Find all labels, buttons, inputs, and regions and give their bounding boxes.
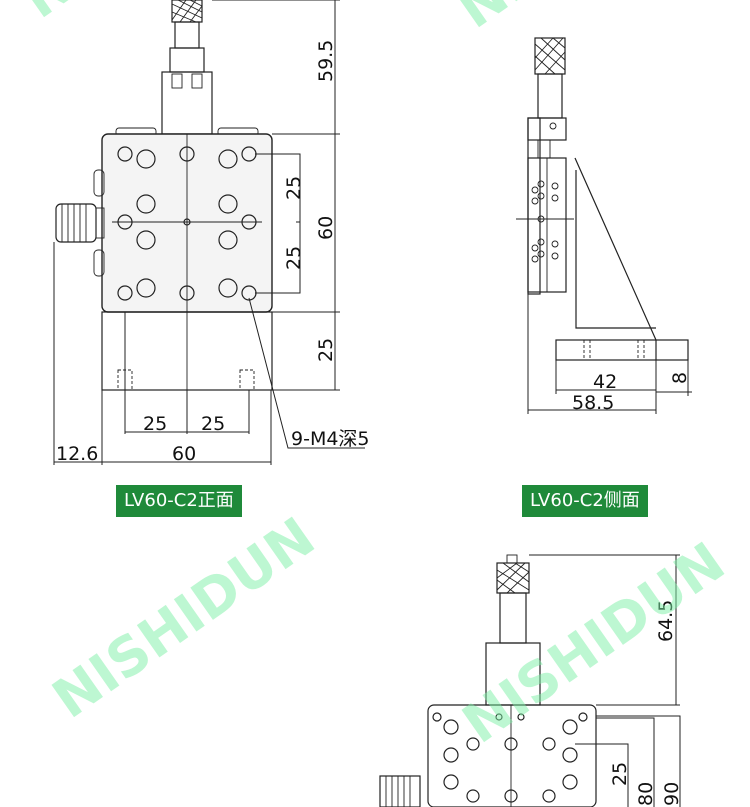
front-hole-spacing-top: 25 xyxy=(283,176,305,200)
front-view xyxy=(53,0,365,465)
front-body-width: 60 xyxy=(172,443,196,465)
side-dim-outer: 58.5 xyxy=(572,392,614,414)
front-knob-offset: 12.6 xyxy=(56,443,98,465)
side-view-caption: LV60-C2侧面 xyxy=(522,485,648,517)
third-dim-90: 90 xyxy=(661,782,683,806)
front-body-height: 60 xyxy=(315,216,337,240)
watermark-top-right: NISHIDUN xyxy=(446,0,731,41)
front-bottom-spacing-right: 25 xyxy=(201,413,225,435)
third-dim-80: 80 xyxy=(635,782,657,806)
front-bottom-spacing-left: 25 xyxy=(143,413,167,435)
watermark-mid-left: NISHIDUN xyxy=(41,505,326,731)
third-micrometer-height: 64.5 xyxy=(655,600,677,642)
front-micrometer-height: 59.5 xyxy=(315,40,337,82)
side-dim-inner: 42 xyxy=(593,371,617,393)
front-hole-callout: 9-M4深5 xyxy=(291,428,370,450)
watermark-top-left: NISHIDUN xyxy=(11,0,296,31)
front-view-caption: LV60-C2正面 xyxy=(116,485,242,517)
side-view xyxy=(516,37,692,414)
side-dim-base: 8 xyxy=(669,372,691,384)
front-base-height: 25 xyxy=(315,338,337,362)
third-hole-spacing: 25 xyxy=(609,762,631,786)
third-view xyxy=(379,554,681,807)
front-hole-spacing-bottom: 25 xyxy=(283,246,305,270)
